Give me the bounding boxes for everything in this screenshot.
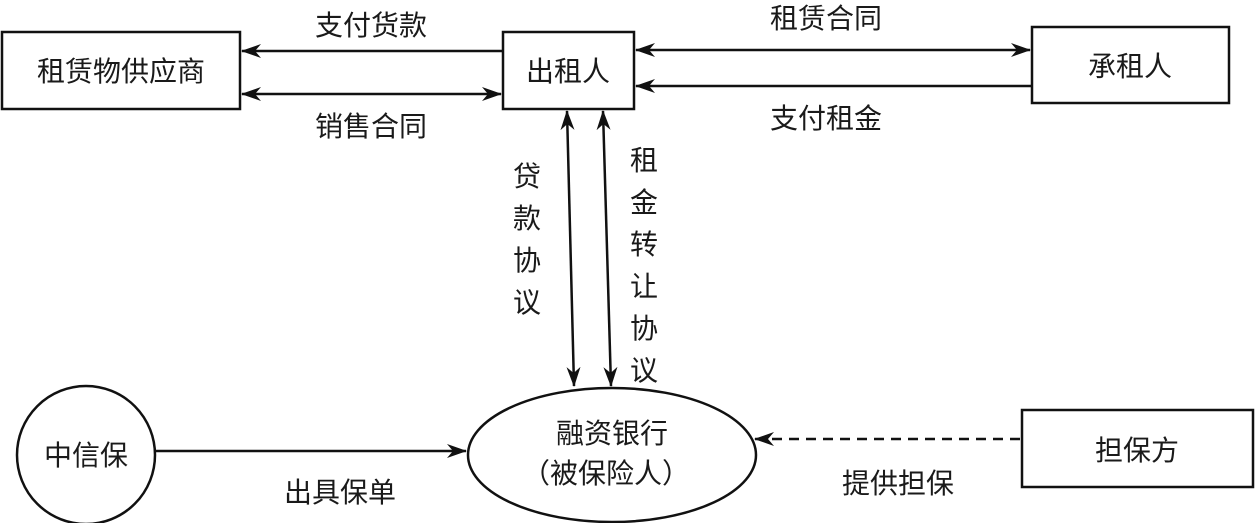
supplier-label: 租赁物供应商 (37, 55, 205, 88)
edge-provide-guarantee: 提供担保 (754, 432, 1020, 500)
rent-transfer-char: 金 (630, 186, 658, 219)
lessor-label: 出租人 (526, 55, 610, 88)
rent-transfer-char: 协 (630, 312, 658, 345)
edge-issue-policy: 出具保单 (155, 444, 467, 509)
node-supplier: 租赁物供应商 (0, 30, 242, 111)
edge-lease-contract: 租赁合同 (635, 2, 1031, 57)
provide-guarantee-label: 提供担保 (842, 467, 954, 500)
supplier-box (0, 30, 242, 111)
node-bank: 融资银行 （被保险人） (466, 386, 758, 523)
sales-contract-label: 销售合同 (315, 110, 427, 143)
edge-sales-contract: 销售合同 (241, 87, 502, 143)
guarantor-label: 担保方 (1095, 434, 1179, 467)
lessee-box (1030, 25, 1231, 105)
node-lessee: 承租人 (1030, 25, 1231, 105)
node-lessor: 出租人 (501, 30, 636, 111)
loan-agreement-char: 贷 (513, 160, 541, 193)
rent-transfer-char: 让 (630, 270, 658, 303)
pay-goods-label: 支付货款 (315, 9, 427, 42)
sinosure-label: 中信保 (44, 439, 128, 472)
loan-agreement-char: 协 (513, 244, 541, 277)
bank-label-line1: 融资银行 (556, 417, 668, 450)
edge-pay-rent: 支付租金 (635, 79, 1032, 135)
lessor-box (501, 30, 636, 111)
bank-ellipse (466, 386, 758, 523)
rent-transfer-char: 议 (630, 354, 658, 387)
sinosure-circle (15, 384, 157, 523)
issue-policy-label: 出具保单 (284, 476, 396, 509)
loan-agreement-arrow (560, 110, 581, 387)
rent-transfer-arrow (596, 110, 618, 387)
rent-transfer-char: 租 (630, 144, 658, 177)
pay-rent-label: 支付租金 (770, 102, 882, 135)
rent-transfer-char: 转 (630, 228, 658, 261)
loan-agreement-char: 议 (513, 286, 541, 319)
loan-agreement-char: 款 (513, 202, 541, 235)
node-guarantor: 担保方 (1020, 408, 1255, 489)
bank-label-line2: （被保险人） (522, 457, 690, 490)
guarantor-box (1020, 408, 1255, 489)
lease-contract-label: 租赁合同 (770, 2, 882, 35)
lessee-label: 承租人 (1088, 50, 1172, 83)
edge-pay-goods: 支付货款 (241, 9, 503, 58)
node-sinosure: 中信保 (15, 384, 157, 523)
